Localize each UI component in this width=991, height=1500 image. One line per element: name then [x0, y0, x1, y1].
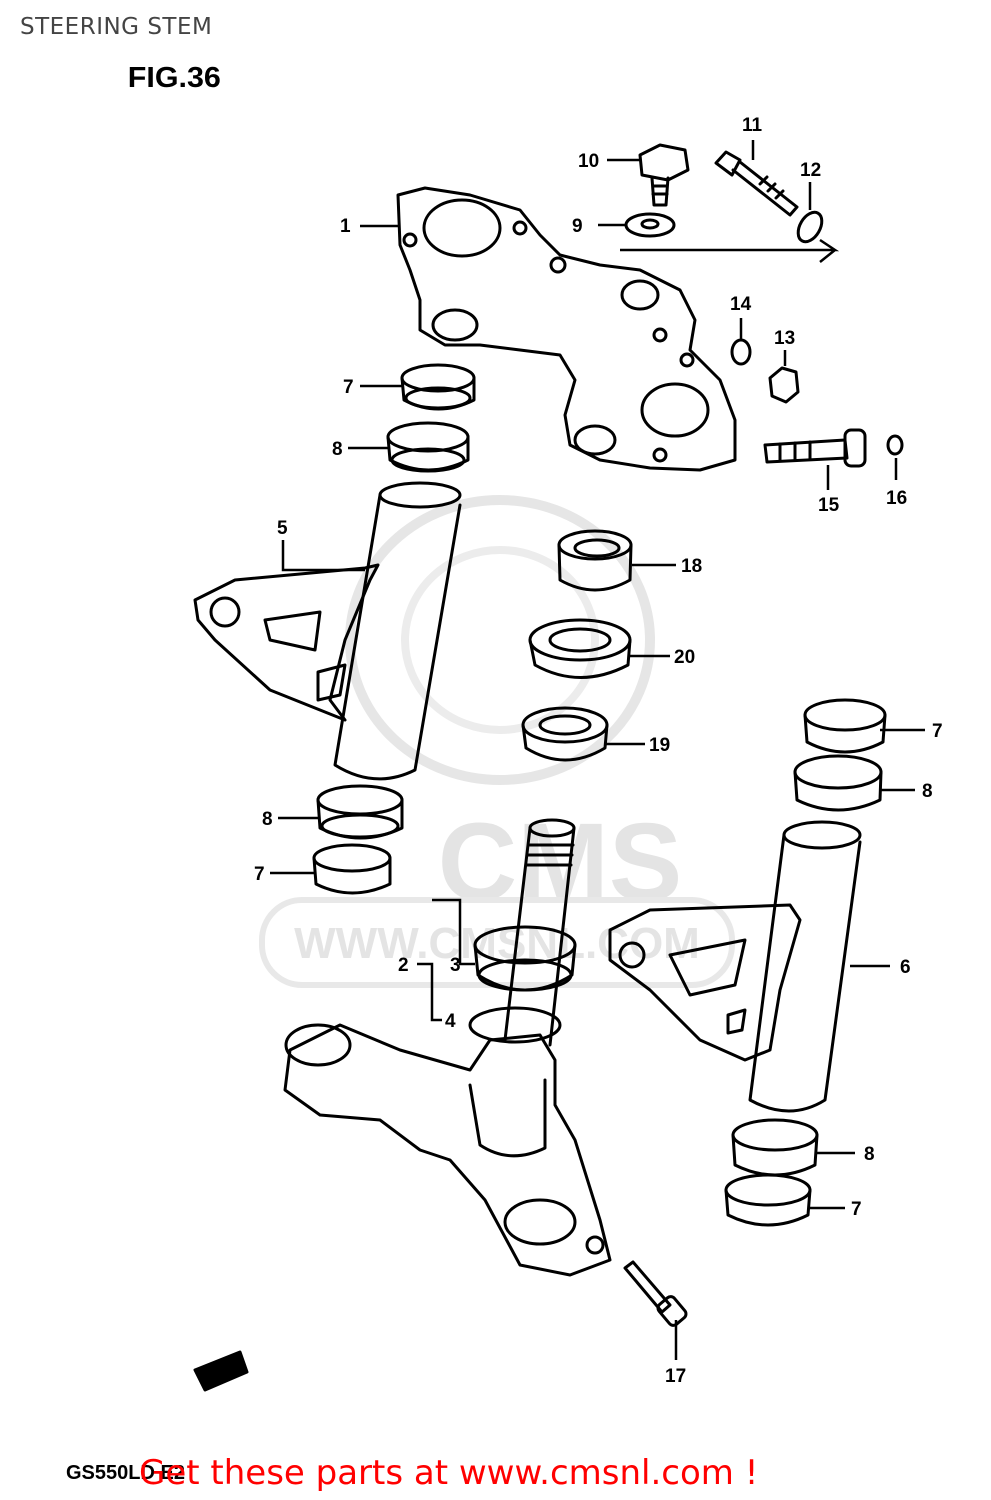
bearing-race-part-19 — [521, 706, 609, 762]
callout-12: 12 — [800, 160, 821, 181]
callout-19: 19 — [649, 735, 670, 756]
callout-17: 17 — [665, 1366, 686, 1387]
fork-cover-part-6 — [608, 820, 862, 1113]
cta-link[interactable]: Get these parts at www.cmsnl.com ! — [139, 1453, 759, 1493]
callout-7-lower-right: 7 — [851, 1199, 862, 1220]
callout-7-upper-right: 7 — [932, 721, 943, 742]
bolt-part-10 — [638, 143, 690, 207]
washer-part-9-hole — [640, 218, 660, 230]
lockwasher-part-14 — [730, 338, 752, 366]
bolt-part-11 — [714, 150, 799, 217]
callout-8-lower-right: 8 — [864, 1144, 875, 1165]
leader-lines — [270, 140, 925, 1360]
callout-4: 4 — [445, 1011, 456, 1032]
fork-cover-part-5 — [193, 481, 462, 781]
callout-8-upper-left: 8 — [332, 439, 343, 460]
ring-part-8-upper-left — [386, 421, 470, 473]
dust-seal-part-4 — [468, 1006, 562, 1044]
figure-label: FIG.36 — [127, 62, 221, 94]
dust-seal-part-20 — [528, 618, 632, 679]
forward-arrow-icon — [193, 1350, 249, 1392]
upper-bracket-part — [396, 186, 737, 472]
callout-16: 16 — [886, 488, 907, 509]
washer-part-12 — [796, 210, 824, 244]
callout-8-upper-right: 8 — [922, 781, 933, 802]
callout-13: 13 — [774, 328, 795, 349]
model-code: GS550LD E2 — [66, 1462, 185, 1484]
bolt-part-15 — [763, 428, 867, 468]
callout-5: 5 — [277, 518, 288, 539]
bearing-part-3 — [473, 925, 577, 992]
callout-14: 14 — [730, 294, 752, 315]
ring-part-8-upper-right — [793, 754, 883, 812]
ring-part-8-lower-left — [316, 784, 404, 840]
callout-1: 1 — [340, 216, 351, 237]
callout-9: 9 — [572, 216, 583, 237]
seal-part-7-upper-right — [803, 698, 887, 754]
callout-15: 15 — [818, 495, 840, 516]
callout-10: 10 — [578, 151, 599, 172]
callout-6: 6 — [900, 957, 911, 978]
seal-part-7-lower-left — [312, 843, 392, 895]
callout-11: 11 — [742, 115, 763, 136]
page-title: STEERING STEM — [20, 14, 213, 40]
lower-bracket-stem-part-2 — [283, 818, 612, 1277]
seal-part-7-upper-left — [400, 363, 476, 411]
ring-part-8-lower-right — [731, 1118, 819, 1177]
callout-18: 18 — [681, 556, 702, 577]
callout-20: 20 — [674, 647, 695, 668]
nut-part-16 — [886, 434, 904, 456]
bolt-part-17 — [623, 1260, 688, 1327]
seal-part-7-lower-right — [724, 1173, 812, 1227]
callout-7-lower-left: 7 — [254, 864, 265, 885]
callout-3: 3 — [450, 955, 461, 976]
nut-part-13 — [768, 366, 800, 404]
callout-7-upper-left: 7 — [343, 377, 354, 398]
washer-part-9 — [624, 212, 676, 238]
stem-nut-part-18 — [557, 529, 633, 592]
callout-8-lower-left: 8 — [262, 809, 273, 830]
callout-2: 2 — [398, 955, 409, 976]
